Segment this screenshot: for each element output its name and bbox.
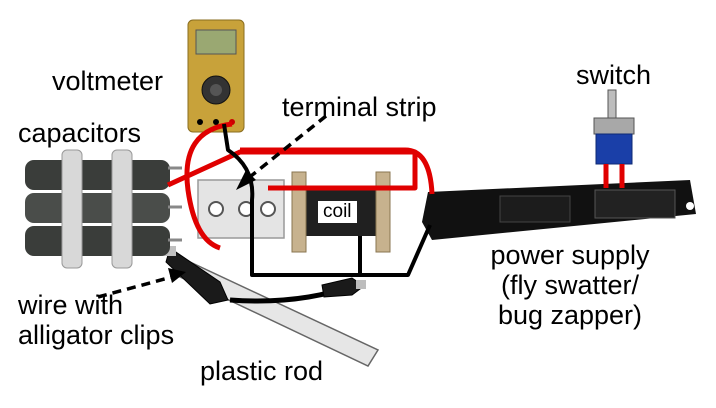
- capacitors-label: capacitors: [18, 118, 142, 148]
- coil-label: coil: [318, 201, 357, 223]
- alligator-clip-right: [321, 277, 366, 298]
- power-supply-line-2: (fly swatter/: [500, 270, 640, 300]
- terminal-strip-arrow: [236, 114, 328, 190]
- wire-label-line-2: alligator clips: [18, 320, 175, 350]
- voltmeter-label: voltmeter: [52, 66, 164, 96]
- wire-arrow: [97, 268, 186, 299]
- plastic-rod-label: plastic rod: [200, 356, 324, 386]
- capacitor-bank: [25, 149, 182, 269]
- wire-label-line-1: wire with: [18, 290, 124, 320]
- multimeter-device: [187, 19, 245, 133]
- toggle-switch: [593, 89, 635, 165]
- power-supply-body: [422, 180, 696, 240]
- red-wires: [166, 121, 625, 251]
- switch-label: switch: [576, 60, 652, 90]
- wire-label: wire with alligator clips: [18, 290, 174, 350]
- terminal-strip-label: terminal strip: [282, 92, 437, 122]
- power-supply-line-1: power supply: [490, 240, 650, 270]
- power-supply-label: power supply (fly swatter/ bug zapper): [470, 240, 670, 330]
- power-supply-line-3: bug zapper): [497, 300, 643, 330]
